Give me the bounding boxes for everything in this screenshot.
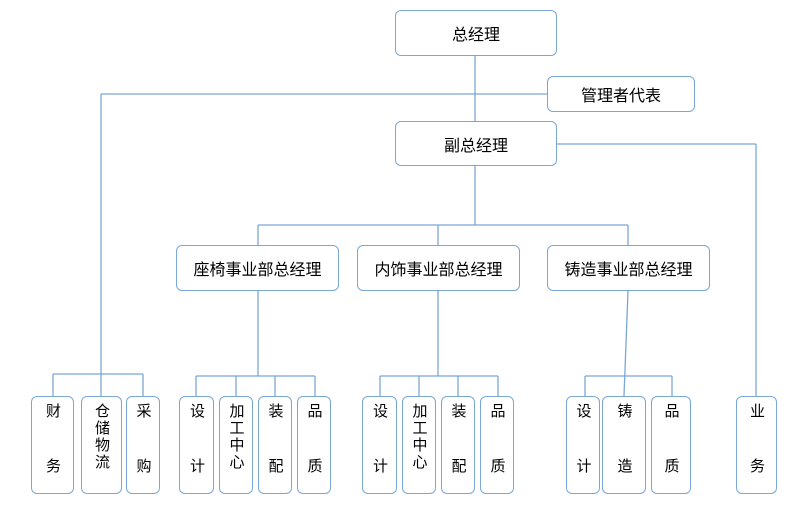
interior-dept-assembly: 装配 [441, 396, 475, 494]
management-representative-box: 管理者代表 [547, 76, 695, 112]
casting-dept-quality: 品质 [651, 396, 691, 494]
dept-business: 业务 [736, 396, 777, 494]
interior-dept-machining-center: 加工中心 [402, 396, 436, 494]
dept-finance: 财务 [31, 396, 74, 494]
dept-warehouse-logistics: 仓储物流 [81, 396, 122, 494]
interior-division-manager-box: 内饰事业部总经理 [357, 245, 520, 291]
seat-division-manager-box: 座椅事业部总经理 [176, 245, 339, 291]
interior-dept-design: 设计 [362, 396, 397, 494]
casting-dept-design: 设计 [566, 396, 600, 494]
interior-dept-quality: 品质 [480, 396, 514, 494]
seat-dept-quality: 品质 [297, 396, 331, 494]
dept-purchase: 采购 [126, 396, 160, 494]
connector-line [623, 290, 629, 397]
seat-dept-machining-center: 加工中心 [219, 396, 253, 494]
general-manager-box: 总经理 [395, 10, 557, 56]
deputy-general-manager-box: 副总经理 [395, 121, 557, 166]
casting-division-manager-box: 铸造事业部总经理 [547, 245, 710, 291]
seat-dept-design: 设计 [179, 396, 214, 494]
seat-dept-assembly: 装配 [258, 396, 292, 494]
casting-dept-casting: 铸造 [602, 396, 646, 494]
